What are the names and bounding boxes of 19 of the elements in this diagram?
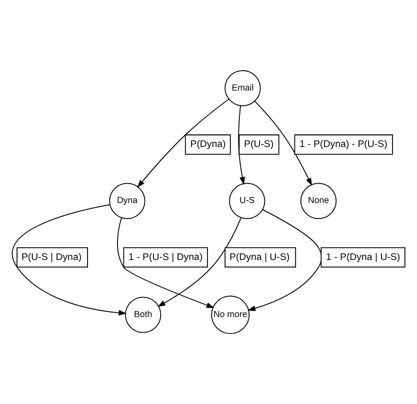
node-circle: Dyna	[109, 182, 146, 220]
node-circle: No more	[211, 296, 250, 334]
edge-label: P(U-S | Dyna)	[21, 252, 82, 263]
edge-label: 1 - P(Dyna) - P(U-S)	[300, 139, 388, 150]
arrow	[12, 204, 127, 316]
node-circle: Email	[224, 70, 261, 106]
arrow	[238, 105, 246, 185]
edge-label: P(Dyna | U-S)	[229, 252, 290, 263]
node-circle: Both	[125, 296, 162, 333]
edge-label: P(U-S)	[244, 139, 274, 150]
arrow	[247, 209, 322, 311]
edge-label: 1 - P(U-S | Dyna)	[128, 252, 203, 263]
node-circle: U-S	[229, 182, 266, 220]
arrow	[254, 100, 312, 186]
edge-label: P(Dyna)	[190, 139, 226, 150]
arrow	[157, 217, 242, 307]
arrow	[117, 217, 214, 308]
edge-label: 1 - P(Dyna | U-S)	[326, 252, 400, 263]
node-circle: None	[300, 182, 337, 220]
